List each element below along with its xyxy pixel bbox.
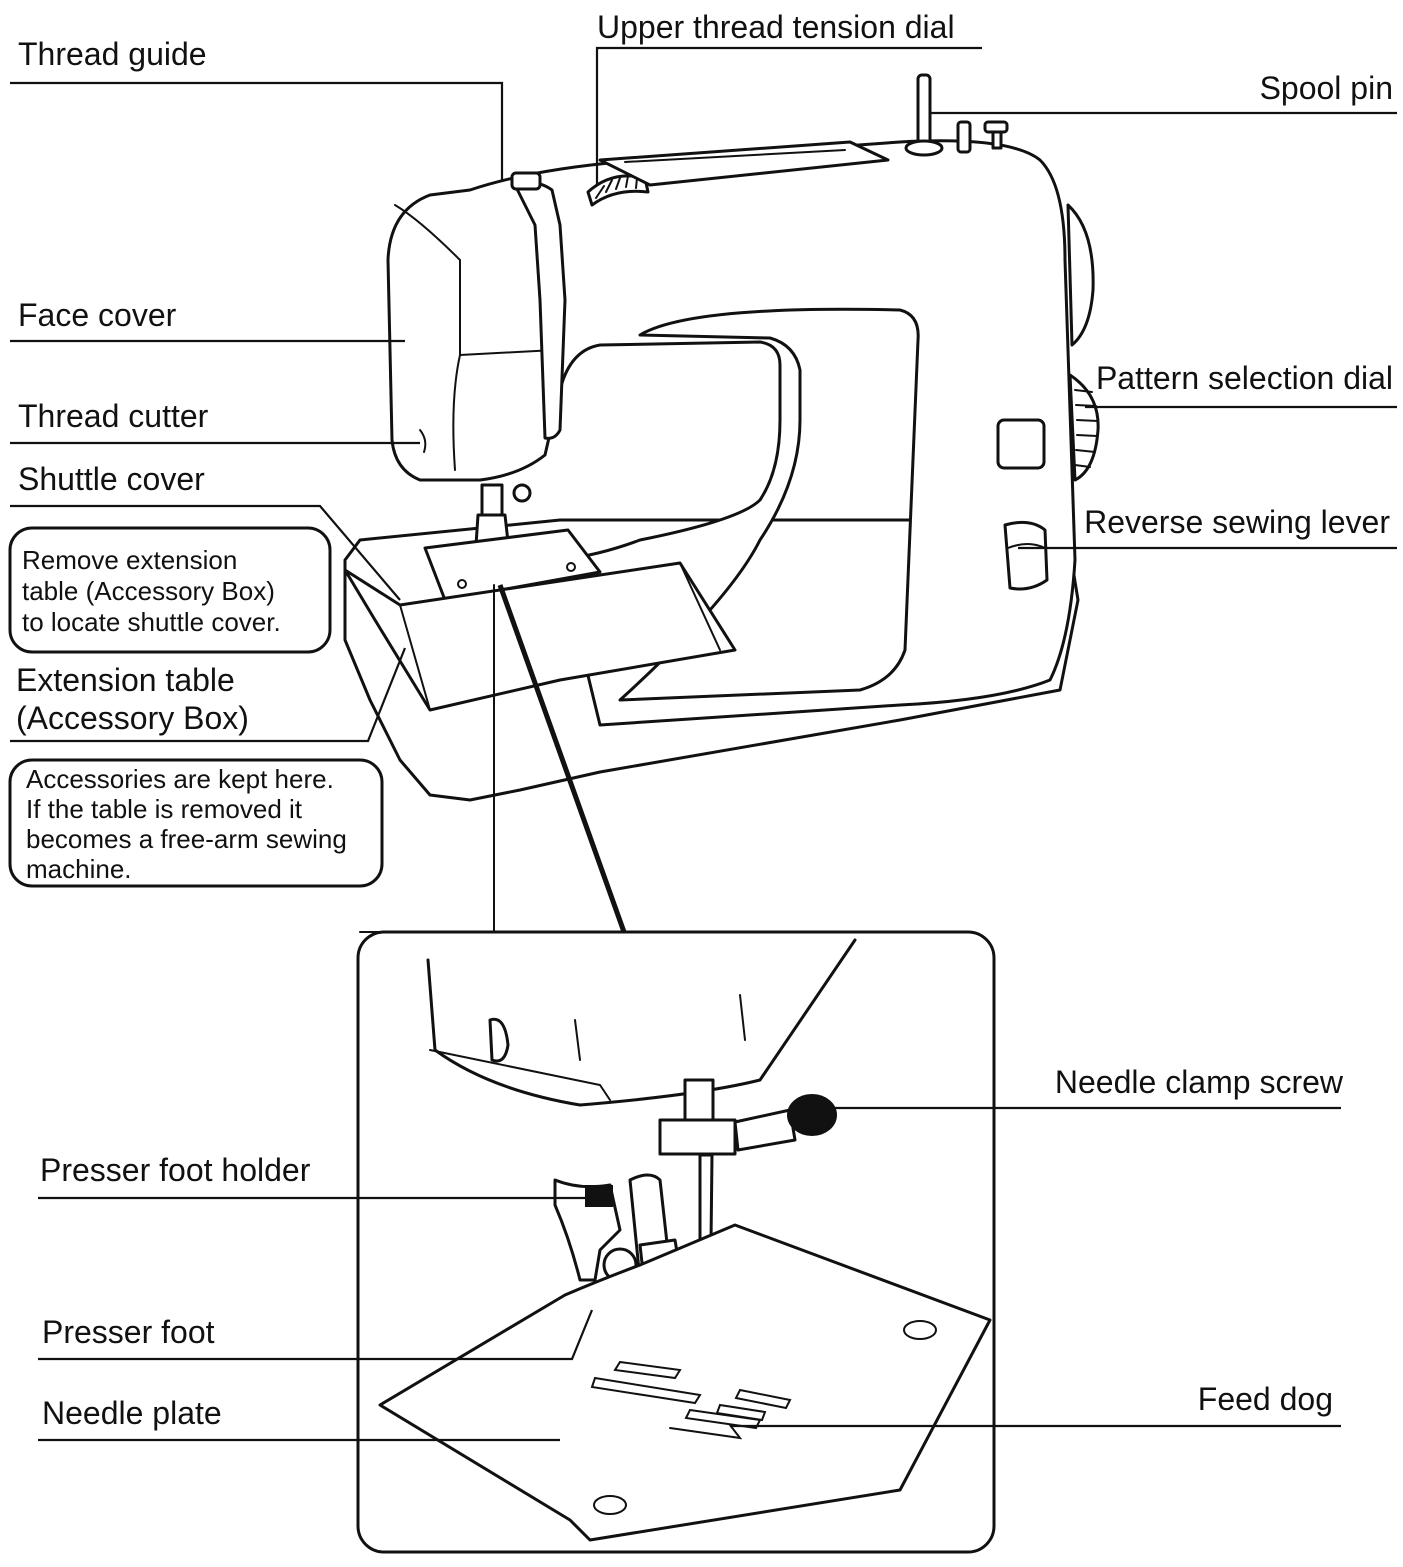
spool-pin-shaft <box>916 73 932 149</box>
tension-dial <box>586 174 650 207</box>
shuttle-cover-note-box <box>8 526 332 654</box>
extension-table-note-box <box>8 758 384 888</box>
label-upper-thread-tension-dial: Upper thread tension dial <box>597 9 955 45</box>
handwheel <box>1066 203 1095 347</box>
reverse-lever <box>1003 520 1049 591</box>
machine-illustration <box>343 73 1100 802</box>
pattern-dial <box>1068 373 1100 482</box>
label-presser-foot-holder: Presser foot holder <box>40 1152 311 1188</box>
label-presser-foot: Presser foot <box>42 1314 215 1350</box>
leader-presser-foot <box>38 1309 594 1361</box>
leader-shuttle-cover <box>10 504 401 601</box>
leader-extension-table <box>10 647 407 743</box>
label-thread-cutter: Thread cutter <box>18 398 209 434</box>
leader-lines <box>10 46 1397 1442</box>
leader-tension-dial <box>595 46 982 185</box>
top-panel <box>598 140 890 187</box>
inset-illustration <box>378 938 992 1542</box>
label-shuttle-cover: Shuttle cover <box>18 461 205 497</box>
label-feed-dog: Feed dog <box>1198 1381 1333 1417</box>
spool-pin-base <box>904 139 944 157</box>
needle-bar <box>480 483 504 517</box>
feed-dog-slots <box>590 1360 792 1440</box>
label-spool-pin: Spool pin <box>1260 70 1393 106</box>
label-extension-table-line-1: Extension table <box>16 662 235 698</box>
label-needle-clamp-screw: Needle clamp screw <box>1055 1064 1344 1100</box>
shuttle-cover-note-line-3: to locate shuttle cover. <box>22 607 281 637</box>
label-reverse-sewing-lever: Reverse sewing lever <box>1084 504 1390 540</box>
extension-table-note-line-3: becomes a free-arm sewing <box>26 824 347 854</box>
label-face-cover: Face cover <box>18 297 177 333</box>
shuttle-cover-note-line-1: Remove extension <box>22 545 237 575</box>
needle-plate-top <box>423 528 602 602</box>
leader-thread-guide <box>10 81 504 180</box>
label-thread-guide: Thread guide <box>18 36 207 72</box>
shuttle-cover-note-line-2: table (Accessory Box) <box>22 576 275 606</box>
extension-table <box>343 561 737 712</box>
needle-clamp-screw-knob <box>787 1094 837 1136</box>
label-extension-table-line-2: (Accessory Box) <box>16 700 249 736</box>
label-pattern-selection-dial: Pattern selection dial <box>1096 360 1393 396</box>
extension-table-note-line-1: Accessories are kept here. <box>26 764 334 794</box>
needle-clamp <box>658 1118 737 1156</box>
extension-table-note-line-2: If the table is removed it <box>26 794 303 824</box>
extension-table-note-line-4: machine. <box>26 854 132 884</box>
label-needle-plate: Needle plate <box>42 1395 222 1431</box>
zoom-line-right <box>497 584 627 933</box>
inset-needle-plate <box>378 1223 992 1542</box>
pattern-window <box>996 418 1046 470</box>
thread-guide-post <box>510 171 542 191</box>
